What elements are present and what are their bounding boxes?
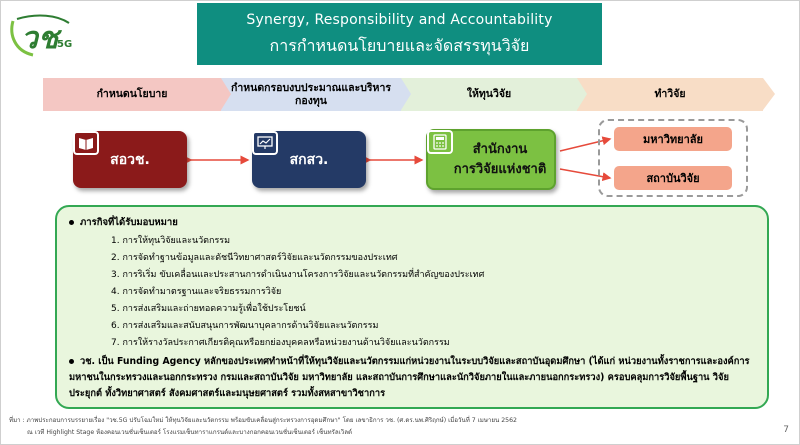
book-icon	[73, 131, 99, 155]
logo-text: วช	[21, 21, 59, 56]
bullet-icon	[69, 359, 74, 364]
list-item: 6. การส่งเสริมและสนับสนุนการพัฒนาบุคลากร…	[111, 321, 379, 331]
header-title-th: การกำหนดนโยบายและจัดสรรทุนวิจัย	[269, 36, 530, 55]
logo-swoosh-icon	[10, 14, 70, 57]
institute-box: สถาบันวิจัย	[614, 166, 732, 190]
mission-panel: ภารกิจที่ได้รับมอบหมาย 1. การให้ทุนวิจัย…	[55, 205, 769, 409]
university-box: มหาวิทยาลัย	[614, 127, 732, 151]
stage-grant: ให้ทุนวิจัย	[401, 78, 577, 111]
source-footer: ที่มา : ภาพประกอบการบรรยายเรื่อง "วช.5G …	[9, 415, 517, 439]
list-item: 4. การจัดทำมาตรฐานและจริยธรรมการวิจัย	[111, 287, 282, 297]
logo: วช 5G	[7, 9, 79, 61]
stage-research: ทำวิจัย	[577, 78, 763, 111]
mission-paragraph: วช. เป็น Funding Agency หลักของประเทศทำห…	[69, 354, 761, 402]
performers-group	[598, 119, 748, 197]
header-title-en: Synergy, Responsibility and Accountabili…	[246, 12, 553, 28]
header-banner: Synergy, Responsibility and Accountabili…	[197, 3, 602, 65]
org-nrct-line2: การวิจัยแห่งชาติ	[453, 161, 547, 177]
list-item: 2. การจัดทำฐานข้อมูลและดัชนีวิทยาศาสตร์ว…	[111, 253, 398, 263]
stage-chevron-1	[221, 78, 231, 110]
logo-5g: 5G	[57, 39, 73, 50]
mission-paragraph-text: วช. เป็น Funding Agency หลักของประเทศทำห…	[69, 356, 750, 399]
presentation-chart-icon	[252, 131, 278, 155]
stage-budget: กำหนดกรอบงบประมาณและบริหารกองทุน	[221, 78, 401, 111]
arrow-nrct-university	[559, 136, 612, 152]
list-item: 3. การริเริ่ม ขับเคลื่อนและประสานการดำเน…	[111, 270, 485, 280]
bullet-icon	[69, 220, 74, 225]
list-item: 1. การให้ทุนวิจัยและนวัตกรรม	[111, 236, 231, 246]
list-item: 7. การให้รางวัลประกาศเกียรติคุณหรือยกย่อ…	[111, 338, 450, 348]
org-nrct-box: สำนักงาน การวิจัยแห่งชาติ	[426, 129, 556, 190]
arrow-nrct-institute	[559, 168, 612, 182]
mission-list: 1. การให้ทุนวิจัยและนวัตกรรม 2. การจัดทำ…	[111, 233, 484, 352]
stage-chevron-end	[763, 78, 775, 110]
stage-policy: กำหนดนโยบาย	[43, 78, 221, 111]
page-number: 7	[783, 425, 789, 435]
stage-chevron-2	[401, 78, 411, 110]
footer-line1: ที่มา : ภาพประกอบการบรรยายเรื่อง "วช.5G …	[9, 417, 517, 424]
mission-title-text: ภารกิจที่ได้รับมอบหมาย	[80, 217, 178, 228]
calculator-icon	[427, 130, 453, 154]
list-item: 5. การส่งเสริมและถ่ายทอดความรู้เพื่อใช้ป…	[111, 304, 306, 314]
stage-chevron-3	[577, 78, 587, 110]
footer-line2: ณ เวที Highlight Stage ห้องคอนเวนชั่นเซ็…	[27, 429, 353, 436]
mission-title: ภารกิจที่ได้รับมอบหมาย	[69, 215, 178, 230]
org-nrct-line1: สำนักงาน	[472, 141, 528, 157]
